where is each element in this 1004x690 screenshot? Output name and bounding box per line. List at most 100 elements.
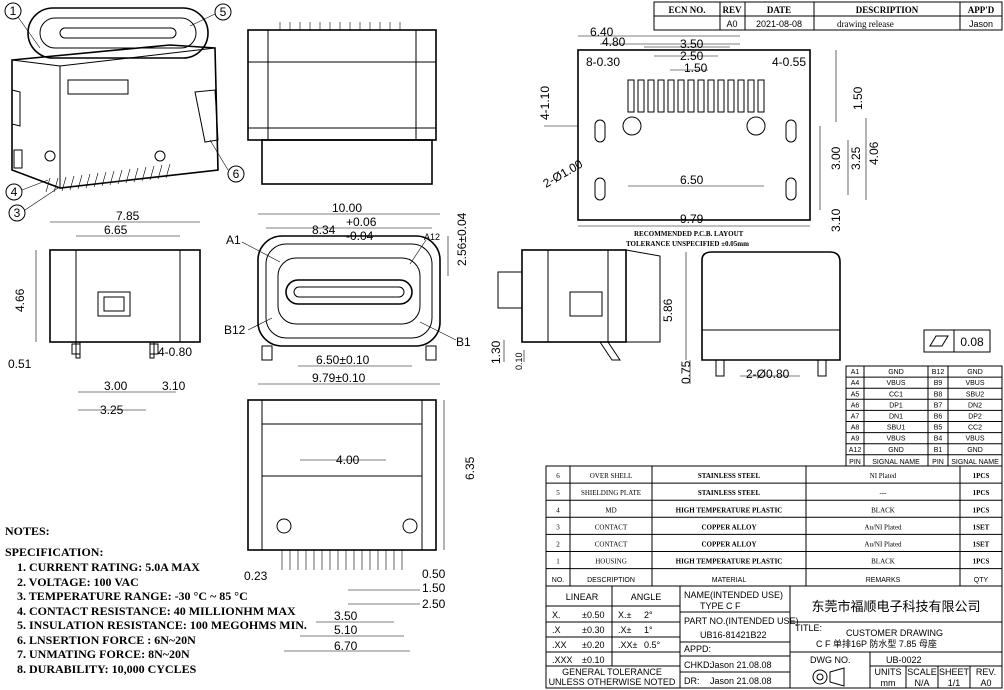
balloon-3-label: 3 [14,206,21,220]
pin-table-cell: GND [888,447,904,454]
tb-dwg-value: UB-0022 [886,655,922,665]
bom-cell: HOUSING [595,558,627,566]
pcb-layout-title: RECOMMENDED P.C.B. LAYOUT [634,230,744,238]
front-label-b12: B12 [224,323,246,337]
balloon-5-label: 5 [220,5,227,19]
pcb-dim-650: 6.50 [680,173,704,187]
pin-table-cell: CC2 [968,425,982,432]
pin-table-cell: SBU2 [966,391,984,398]
revision-block: ECN NO. REV DATE DESCRIPTION APP'D A0 20… [653,1,1003,31]
bom-cell: --- [880,489,888,497]
bom-cell: 1PCS [973,558,990,566]
pcb-dim-4x110: 4-1.10 [538,86,552,120]
rev-value: A0 [726,19,737,29]
spec-item: 8. DURABILITY: 10,000 CYCLES [17,661,197,676]
rev-header-appd: APP'D [968,5,995,15]
pin-table-cell: B6 [934,414,943,421]
pcb-dim-406: 4.06 [867,141,881,165]
bom-cell: 1 [556,558,560,566]
bom-cell: Au/NI Plated [864,523,902,531]
balloon-5 [214,3,232,21]
pcb-dim-300: 3.00 [829,146,843,170]
isometric-view: 1 5 4 3 6 [4,2,245,222]
bom-cell: COPPER ALLOY [701,523,756,531]
pin-table-cell: B9 [934,380,943,387]
left-dim-300: 3.00 [104,379,128,393]
bom-cell: SHIELDING PLATE [581,489,641,497]
tol-angle-format: .X± [618,625,632,635]
bom-cell: MD [605,506,616,514]
pcb-layout-view: 6.40 4.80 3.50 2.50 1.50 8-0.30 4-0.55 4… [538,25,881,248]
bom-cell: 5 [556,489,560,497]
left-dim-051: 0.51 [8,357,32,371]
balloon-4 [5,183,23,201]
pcb-dim-4x055: 4-0.55 [772,55,806,69]
spec-item: 4. CONTACT RESISTANCE: 40 MILLIONHM MAX [17,603,296,618]
pin-table-header: PIN [849,459,861,466]
spec-title: SPECIFICATION: [5,545,104,559]
pin-table-cell: B5 [934,425,943,432]
pin-table-cell: A6 [851,402,860,409]
tol-linear-value: ±0.10 [582,655,604,665]
tb-company: 东莞市福顺电子科技有限公司 [811,599,980,614]
side-dim-130: 1.30 [489,340,503,364]
left-dim-665: 6.65 [104,223,128,237]
bom-header: QTY [974,577,989,584]
pcb-dim-8x030: 8-0.30 [586,55,620,69]
projection-symbol-icon [812,669,828,685]
tb-rev-label: REV. [976,667,996,677]
pin-table-cell: GND [888,369,904,376]
pin-table-cell: A4 [851,380,860,387]
rev-date-value: 2021-08-08 [756,19,802,29]
tb-dr-label: DR: [684,676,700,686]
bom-header: REMARKS [866,577,901,584]
tb-sheet-value: 1/1 [948,678,961,688]
left-dim-785: 7.85 [116,209,140,223]
tol-angle-value: 1° [644,625,653,635]
front-dim-979: 9.79±0.10 [312,371,366,385]
side-dim-075: 0.75 [679,360,693,384]
bom-cell: STAINLESS STEEL [698,472,761,480]
shell-side-view: 5.86 0.75 2-Ø0.80 [661,251,841,384]
tb-dwg-label: DWG NO. [810,655,851,665]
pin-table-cell: VBUS [886,436,905,443]
bom-cell: 2 [556,541,560,549]
tb-linear: LINEAR [566,592,599,602]
pin-table-cell: A8 [851,425,860,432]
spec-item: 2. VOLTAGE: 100 VAC [17,574,139,589]
bom-cell: CONTACT [595,523,628,531]
pin-table-cell: CC1 [889,391,903,398]
pin-table-header: SIGNAL NAME [951,459,999,466]
tol-format: X. [552,610,561,620]
pin-table-cell: B12 [932,369,945,376]
bom-cell: Au/NI Plated [864,541,902,549]
bom-cell: 3 [556,523,560,531]
front-label-a1: A1 [226,233,241,247]
bom-cell: 1PCS [973,506,990,514]
left-side-view: 7.85 6.65 4.66 0.51 4-0.80 3.00 3.10 3.2… [8,209,201,417]
pin-table-cell: A7 [851,414,860,421]
spec-item: 5. INSULATION RESISTANCE: 100 MEGOHMS MI… [17,618,307,632]
bom-cell: 1PCS [973,489,990,497]
pin-table-cell: GND [967,447,983,454]
tb-title-label: TITLE: [795,623,822,633]
balloon-1-label: 1 [10,4,17,18]
left-dim-325: 3.25 [100,403,124,417]
right-side-view: 1.30 0.10 [489,249,661,370]
tol-linear-value: ±0.20 [582,640,604,650]
bom-header: DESCRIPTION [587,577,635,584]
bom-header: NO. [552,577,565,584]
bottom-dim-150: 1.50 [422,581,446,595]
tb-rev-value: A0 [980,678,991,688]
pcb-dim-480: 4.80 [602,35,626,49]
left-dim-4x080: 4-0.80 [158,345,192,359]
bom-cell: 4 [556,506,560,514]
tb-general-tol-2: UNLESS OTHERWISE NOTED [549,677,676,687]
bottom-dim-050: 0.50 [422,567,446,581]
tb-scale-label: SCALE [907,667,937,677]
tb-appd-label: APPD: [684,644,711,654]
bom-cell: COPPER ALLOY [701,541,756,549]
